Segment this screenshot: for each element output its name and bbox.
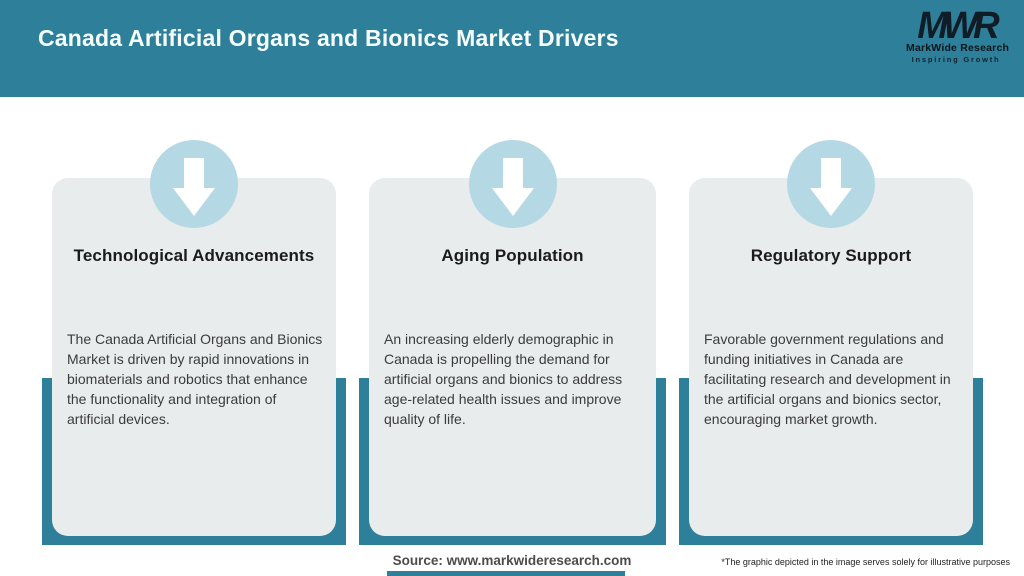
card-body: Aging Population An increasing elderly d… — [369, 178, 656, 536]
card-body: Technological Advancements The Canada Ar… — [52, 178, 336, 536]
card-description: An increasing elderly demographic in Can… — [384, 331, 623, 427]
bottom-accent-strip — [387, 571, 625, 576]
down-arrow-icon — [468, 140, 557, 228]
page-title: Canada Artificial Organs and Bionics Mar… — [38, 25, 619, 51]
card-description: Favorable government regulations and fun… — [704, 331, 951, 427]
logo-mwr-monogram: MWR — [917, 4, 999, 47]
down-arrow-icon — [787, 140, 875, 228]
card-description: The Canada Artificial Organs and Bionics… — [67, 331, 323, 427]
logo-company-name: MarkWide Research — [906, 42, 1010, 54]
header-band: Canada Artificial Organs and Bionics Mar… — [0, 0, 1024, 97]
markwide-logo: MWR MarkWide Research Inspiring Growth — [906, 4, 1010, 64]
card-body: Regulatory Support Favorable government … — [689, 178, 973, 536]
down-arrow-icon — [150, 140, 238, 228]
logo-tagline: Inspiring Growth — [911, 54, 1001, 64]
driver-card-technological-advancements: Technological Advancements The Canada Ar… — [42, 140, 346, 545]
driver-card-regulatory-support: Regulatory Support Favorable government … — [679, 140, 983, 545]
driver-card-aging-population: Aging Population An increasing elderly d… — [359, 140, 666, 545]
disclaimer-text: *The graphic depicted in the image serve… — [721, 557, 1010, 567]
card-title: Aging Population — [441, 246, 584, 265]
source-text: Source: www.markwideresearch.com — [392, 553, 632, 568]
card-title: Technological Advancements — [73, 246, 315, 265]
card-title: Regulatory Support — [750, 246, 912, 265]
